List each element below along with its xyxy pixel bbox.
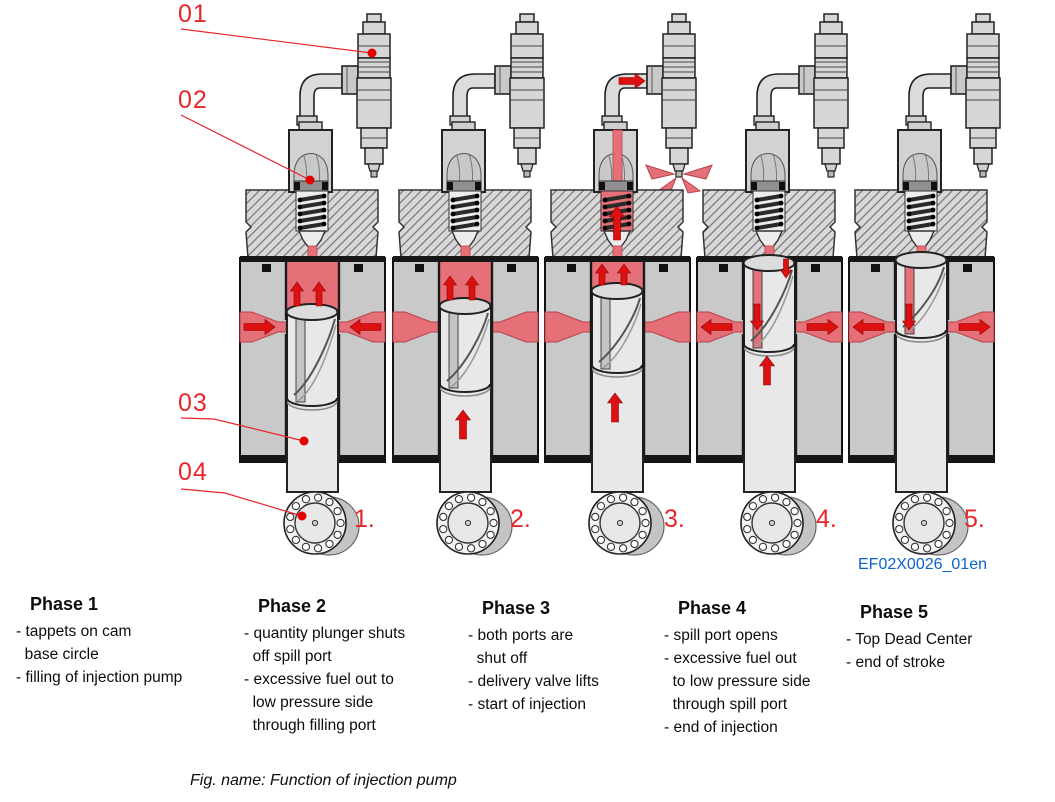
pump-unit-1 xyxy=(239,13,392,556)
pump-unit-4 xyxy=(696,13,849,556)
phase-3-description: Phase 3 - both ports are shut off - deli… xyxy=(468,598,668,716)
phase-2-item: - quantity plunger shuts xyxy=(244,625,406,642)
phase-number-3: 3. xyxy=(664,505,685,533)
phase-2-item: low pressure side xyxy=(244,694,374,711)
phase-1-description: Phase 1 - tappets on cam base circle - f… xyxy=(16,594,238,689)
phase-2-item: - excessive fuel out to xyxy=(244,671,394,688)
phase-number-5: 5. xyxy=(964,505,985,533)
callout-02-label: 02 xyxy=(178,86,208,114)
phase-3-item: shut off xyxy=(468,650,528,667)
callout-04-label: 04 xyxy=(178,458,208,486)
phase-number-4: 4. xyxy=(816,505,837,533)
callout-03-label: 03 xyxy=(178,389,208,417)
callout-01-label: 01 xyxy=(178,0,208,28)
phase-1-item: - tappets on cam xyxy=(16,623,132,640)
phase-5-item: - end of stroke xyxy=(846,654,946,671)
phase-3-item: - both ports are xyxy=(468,627,574,644)
phase-4-item: - end of injection xyxy=(664,719,778,736)
phase-1-item: - filling of injection pump xyxy=(16,669,183,686)
figure-caption: Fig. name: Function of injection pump xyxy=(190,772,457,789)
phase-4-item: - excessive fuel out xyxy=(664,650,797,667)
pump-unit-5 xyxy=(848,13,1001,556)
phase-3-title: Phase 3 xyxy=(482,598,551,618)
phase-5-item: - Top Dead Center xyxy=(846,631,973,648)
phase-4-description: Phase 4 - spill port opens - excessive f… xyxy=(664,598,864,739)
phase-3-item: - start of injection xyxy=(468,696,587,713)
phase-5-title: Phase 5 xyxy=(860,602,929,622)
phase-1-title: Phase 1 xyxy=(30,594,99,614)
phase-4-item: - spill port opens xyxy=(664,627,778,644)
injection-pump-diagram xyxy=(180,13,1001,556)
phase-2-description: Phase 2 - quantity plunger shuts off spi… xyxy=(244,596,466,737)
phase-2-title: Phase 2 xyxy=(258,596,327,616)
phase-3-item: - delivery valve lifts xyxy=(468,673,599,690)
phase-1-item: base circle xyxy=(16,646,99,663)
pump-unit-2 xyxy=(392,13,545,556)
phase-number-2: 2. xyxy=(510,505,531,533)
figure-code: EF02X0026_01en xyxy=(858,556,987,573)
phase-4-item: through spill port xyxy=(664,696,788,713)
phase-2-item: through filling port xyxy=(244,717,376,734)
phase-4-item: to low pressure side xyxy=(664,673,811,690)
phase-5-description: Phase 5 - Top Dead Center - end of strok… xyxy=(846,602,1046,674)
phase-4-title: Phase 4 xyxy=(678,598,747,618)
pump-unit-3 xyxy=(544,13,713,556)
phase-number-1: 1. xyxy=(354,505,375,533)
phase-2-item: off spill port xyxy=(244,648,332,665)
